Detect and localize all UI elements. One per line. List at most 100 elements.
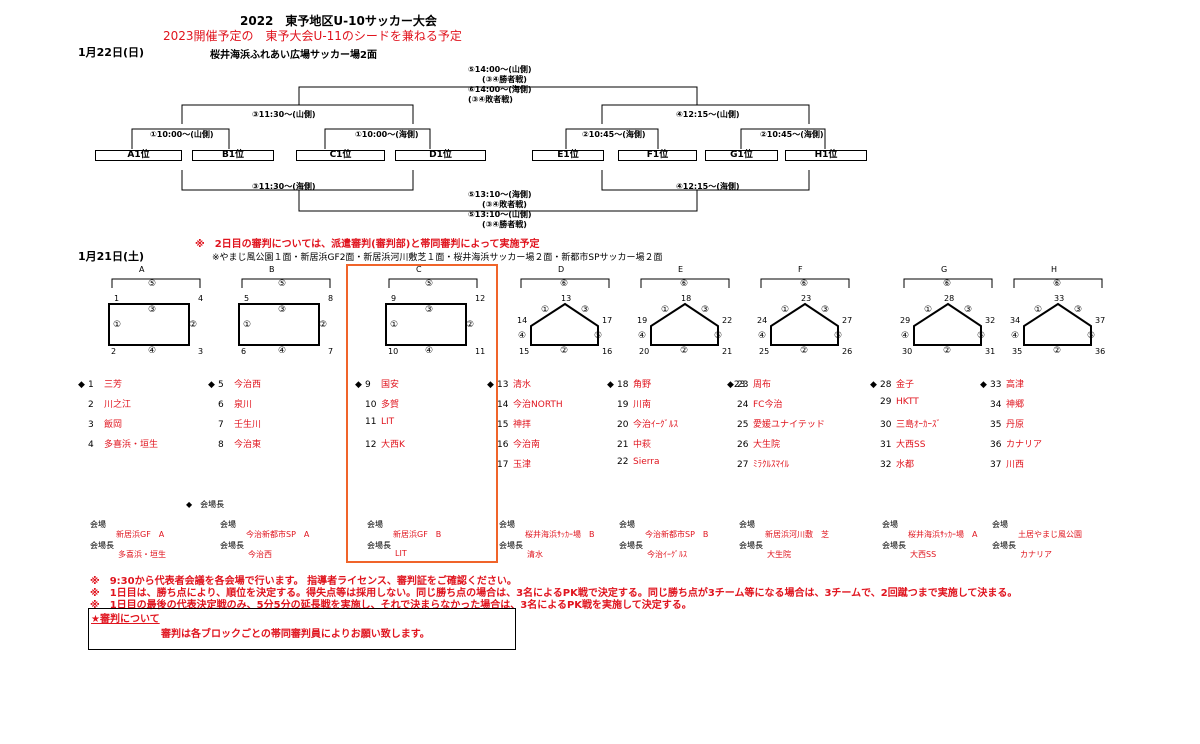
team-name: 大生院 bbox=[753, 440, 781, 450]
chief-name: 清水 bbox=[527, 550, 543, 559]
match-number: ⑤ bbox=[714, 331, 723, 341]
quarter3-label: ②10:45～(海側) bbox=[582, 130, 646, 139]
corner-number: 1 bbox=[114, 294, 120, 303]
team-name: 大西K bbox=[381, 440, 405, 450]
team-name: LIT bbox=[381, 417, 395, 427]
match-number: ⑥ bbox=[1053, 279, 1062, 289]
day2-venue: 桜井海浜ふれあい広場サッカー場2面 bbox=[210, 50, 377, 61]
note-3: ※ 1日目の最後の代表決定戦のみ、5分5分の延長戦を実施し、それで決まらなかった… bbox=[90, 600, 692, 611]
venue-name: 桜井海浜ｻｯｶｰ場 A bbox=[908, 530, 978, 539]
quarter4-label: ②10:45～(海側) bbox=[760, 130, 824, 139]
match-number: ③ bbox=[1074, 305, 1083, 315]
team-number: 16 bbox=[497, 440, 509, 450]
day1-date: 1月21日(土) bbox=[78, 250, 145, 263]
group-label: C bbox=[416, 265, 422, 274]
team-slot-f1: F1位 bbox=[618, 150, 697, 161]
team-name: 川西 bbox=[1006, 460, 1025, 470]
match-number: ⑥ bbox=[560, 279, 569, 289]
corner-number: 34 bbox=[1010, 316, 1021, 325]
match-number: ④ bbox=[518, 331, 527, 341]
team-name: 多賀 bbox=[381, 400, 400, 410]
team-number: 4 bbox=[88, 440, 94, 450]
venue-name: 今治新都市SP B bbox=[645, 530, 709, 539]
team-number: 23 bbox=[737, 380, 749, 390]
team-name: FC今治 bbox=[753, 400, 783, 410]
match-number: ③ bbox=[821, 305, 830, 315]
seed-mark-icon: ◆ bbox=[208, 380, 215, 390]
corner-number: 11 bbox=[475, 347, 486, 356]
match-number: ② bbox=[189, 320, 198, 330]
corner-number: 7 bbox=[328, 347, 334, 356]
corner-number: 15 bbox=[519, 347, 530, 356]
venue-name: 新居浜GF A bbox=[116, 530, 165, 539]
team-name: 大西SS bbox=[896, 440, 926, 450]
chief-label: 会場長 bbox=[739, 541, 763, 550]
referee-box: ★審判について 審判は各ブロックごとの帯同審判員によりお願い致します。 bbox=[88, 608, 516, 650]
team-number: 15 bbox=[497, 420, 509, 430]
seed-mark-icon: ◆ bbox=[78, 380, 85, 390]
corner-number: 8 bbox=[328, 294, 334, 303]
team-list-item: 4 多喜浜・垣生 bbox=[78, 437, 158, 450]
team-name: 泉川 bbox=[234, 400, 253, 410]
chief-label: 会場長 bbox=[90, 541, 114, 550]
corner-number: 6 bbox=[241, 347, 247, 356]
team-slot-a1: A1位 bbox=[95, 150, 182, 161]
corner-number: 20 bbox=[639, 347, 650, 356]
team-number: 33 bbox=[990, 380, 1002, 390]
match-number: ③ bbox=[425, 305, 434, 315]
team-number: 18 bbox=[617, 380, 629, 390]
match-number: ④ bbox=[901, 331, 910, 341]
corner-number: 10 bbox=[388, 347, 399, 356]
group-a-shape bbox=[108, 278, 201, 346]
team-number: 26 bbox=[737, 440, 749, 450]
seed-mark-icon: ◆ bbox=[870, 380, 877, 390]
team-number: 36 bbox=[990, 440, 1002, 450]
team-name: 玉津 bbox=[513, 460, 532, 470]
venue-label: 会場 bbox=[499, 520, 515, 529]
seed-mark-icon: ◆ bbox=[607, 380, 614, 390]
chief-label: 会場長 bbox=[367, 541, 391, 550]
group-e-shape bbox=[640, 278, 730, 346]
team-name: 多喜浜・垣生 bbox=[104, 440, 159, 450]
match-number: ⑥ bbox=[680, 279, 689, 289]
team-name: 金子 bbox=[896, 380, 915, 390]
team-number: 12 bbox=[365, 440, 377, 450]
team-slot-b1: B1位 bbox=[192, 150, 274, 161]
quarter2-label: ①10:00～(海側) bbox=[355, 130, 419, 139]
group-d-shape bbox=[520, 278, 610, 346]
corner-number: 31 bbox=[985, 347, 996, 356]
team-number: 31 bbox=[880, 440, 892, 450]
page-subtitle: 2023開催予定の 東予大会U-11のシードを兼ねる予定 bbox=[163, 29, 462, 43]
group-label: A bbox=[139, 265, 145, 274]
corner-number: 29 bbox=[900, 316, 911, 325]
team-number: 14 bbox=[497, 400, 509, 410]
corner-number: 37 bbox=[1095, 316, 1106, 325]
match-number: ① bbox=[1034, 305, 1043, 315]
chief-label: 会場長 bbox=[220, 541, 244, 550]
group-c-shape bbox=[385, 278, 478, 346]
chief-label: 会場長 bbox=[882, 541, 906, 550]
chief-name: 大生院 bbox=[767, 550, 791, 559]
chief-label: 会場長 bbox=[992, 541, 1016, 550]
group-label: F bbox=[798, 265, 803, 274]
team-number: 8 bbox=[218, 440, 224, 450]
team-name: 水都 bbox=[896, 460, 915, 470]
seed-mark-icon: ◆ bbox=[355, 380, 362, 390]
team-name: 飯岡 bbox=[104, 420, 123, 430]
team-number: 37 bbox=[990, 460, 1002, 470]
chief-name: LIT bbox=[395, 549, 407, 558]
